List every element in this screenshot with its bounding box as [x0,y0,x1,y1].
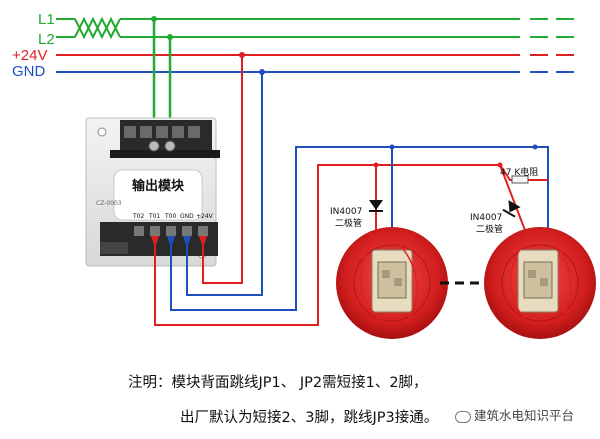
wire-24v-to-module [202,55,243,284]
note-line-2: 出厂默认为短接2、3脚，跳线JP3接通。 [180,410,439,426]
bus-l2-line [56,16,574,40]
diode-left-icon [369,200,383,210]
diode-right-type: 二极管 [476,223,503,235]
bus-label-24v: +24V [12,47,47,64]
terminal-label: GND [180,213,194,220]
wire-resistor [499,164,548,181]
bus-label-l2: L2 [38,31,55,48]
diode-left-type: 二极管 [335,217,362,229]
note-line-1: 注明：模块背面跳线JP1、 JP2需短接1、2脚， [128,375,428,391]
terminal-label: T00 [164,213,176,220]
watermark: 建筑水电知识平台 [452,404,578,425]
watermark-text: 建筑水电知识平台 [474,408,575,423]
bus-label-gnd: GND [12,63,46,80]
device-right [484,227,596,339]
terminal-label: T01 [148,213,160,220]
diode-right-icon [502,200,521,218]
diode-right-label: IN4007 [470,213,502,223]
junction-dot [532,144,538,150]
wire-output-blue [170,146,549,311]
device-left [336,227,448,339]
resistor-icon [511,175,529,184]
output-module: 输出模块 CZ-0003 T02 T01 T00 GND +24V [85,117,220,267]
terminal-label: T02 [132,213,144,220]
module-title: 输出模块 [132,178,185,194]
wire-gnd-to-module [186,72,263,296]
diode-left-label: IN4007 [330,207,362,217]
terminal-label: +24V [196,213,214,220]
resistor-label: 47 K电阻 [500,166,538,178]
wechat-icon [455,410,471,423]
bus-label-l1: L1 [38,11,55,28]
bus-l1-line [56,16,574,40]
wire-output-red [154,164,398,326]
module-model: CZ-0003 [96,200,122,207]
